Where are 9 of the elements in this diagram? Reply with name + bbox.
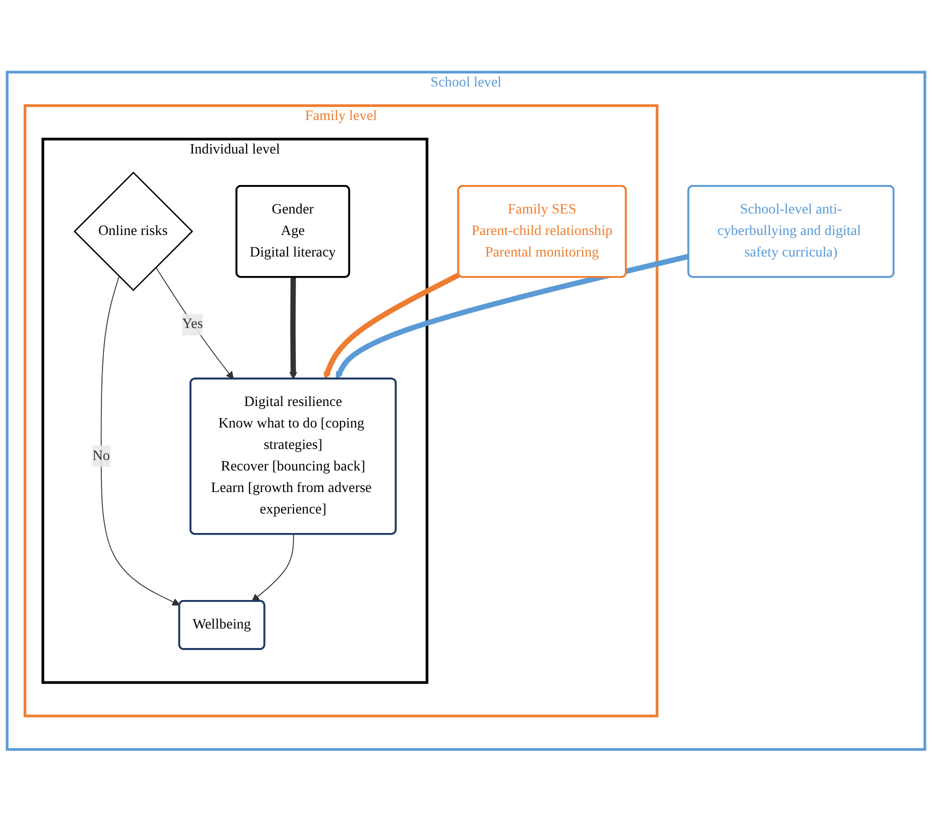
arrow: [155, 266, 234, 380]
node-diamond: Online risks: [74, 171, 194, 291]
arrow: [289, 277, 298, 380]
arrow: [100, 276, 180, 606]
arrow: [324, 272, 460, 380]
arrow: [252, 534, 294, 602]
edge-label: No: [92, 448, 110, 464]
arrow: [336, 253, 690, 380]
edge-label: Yes: [182, 316, 203, 332]
